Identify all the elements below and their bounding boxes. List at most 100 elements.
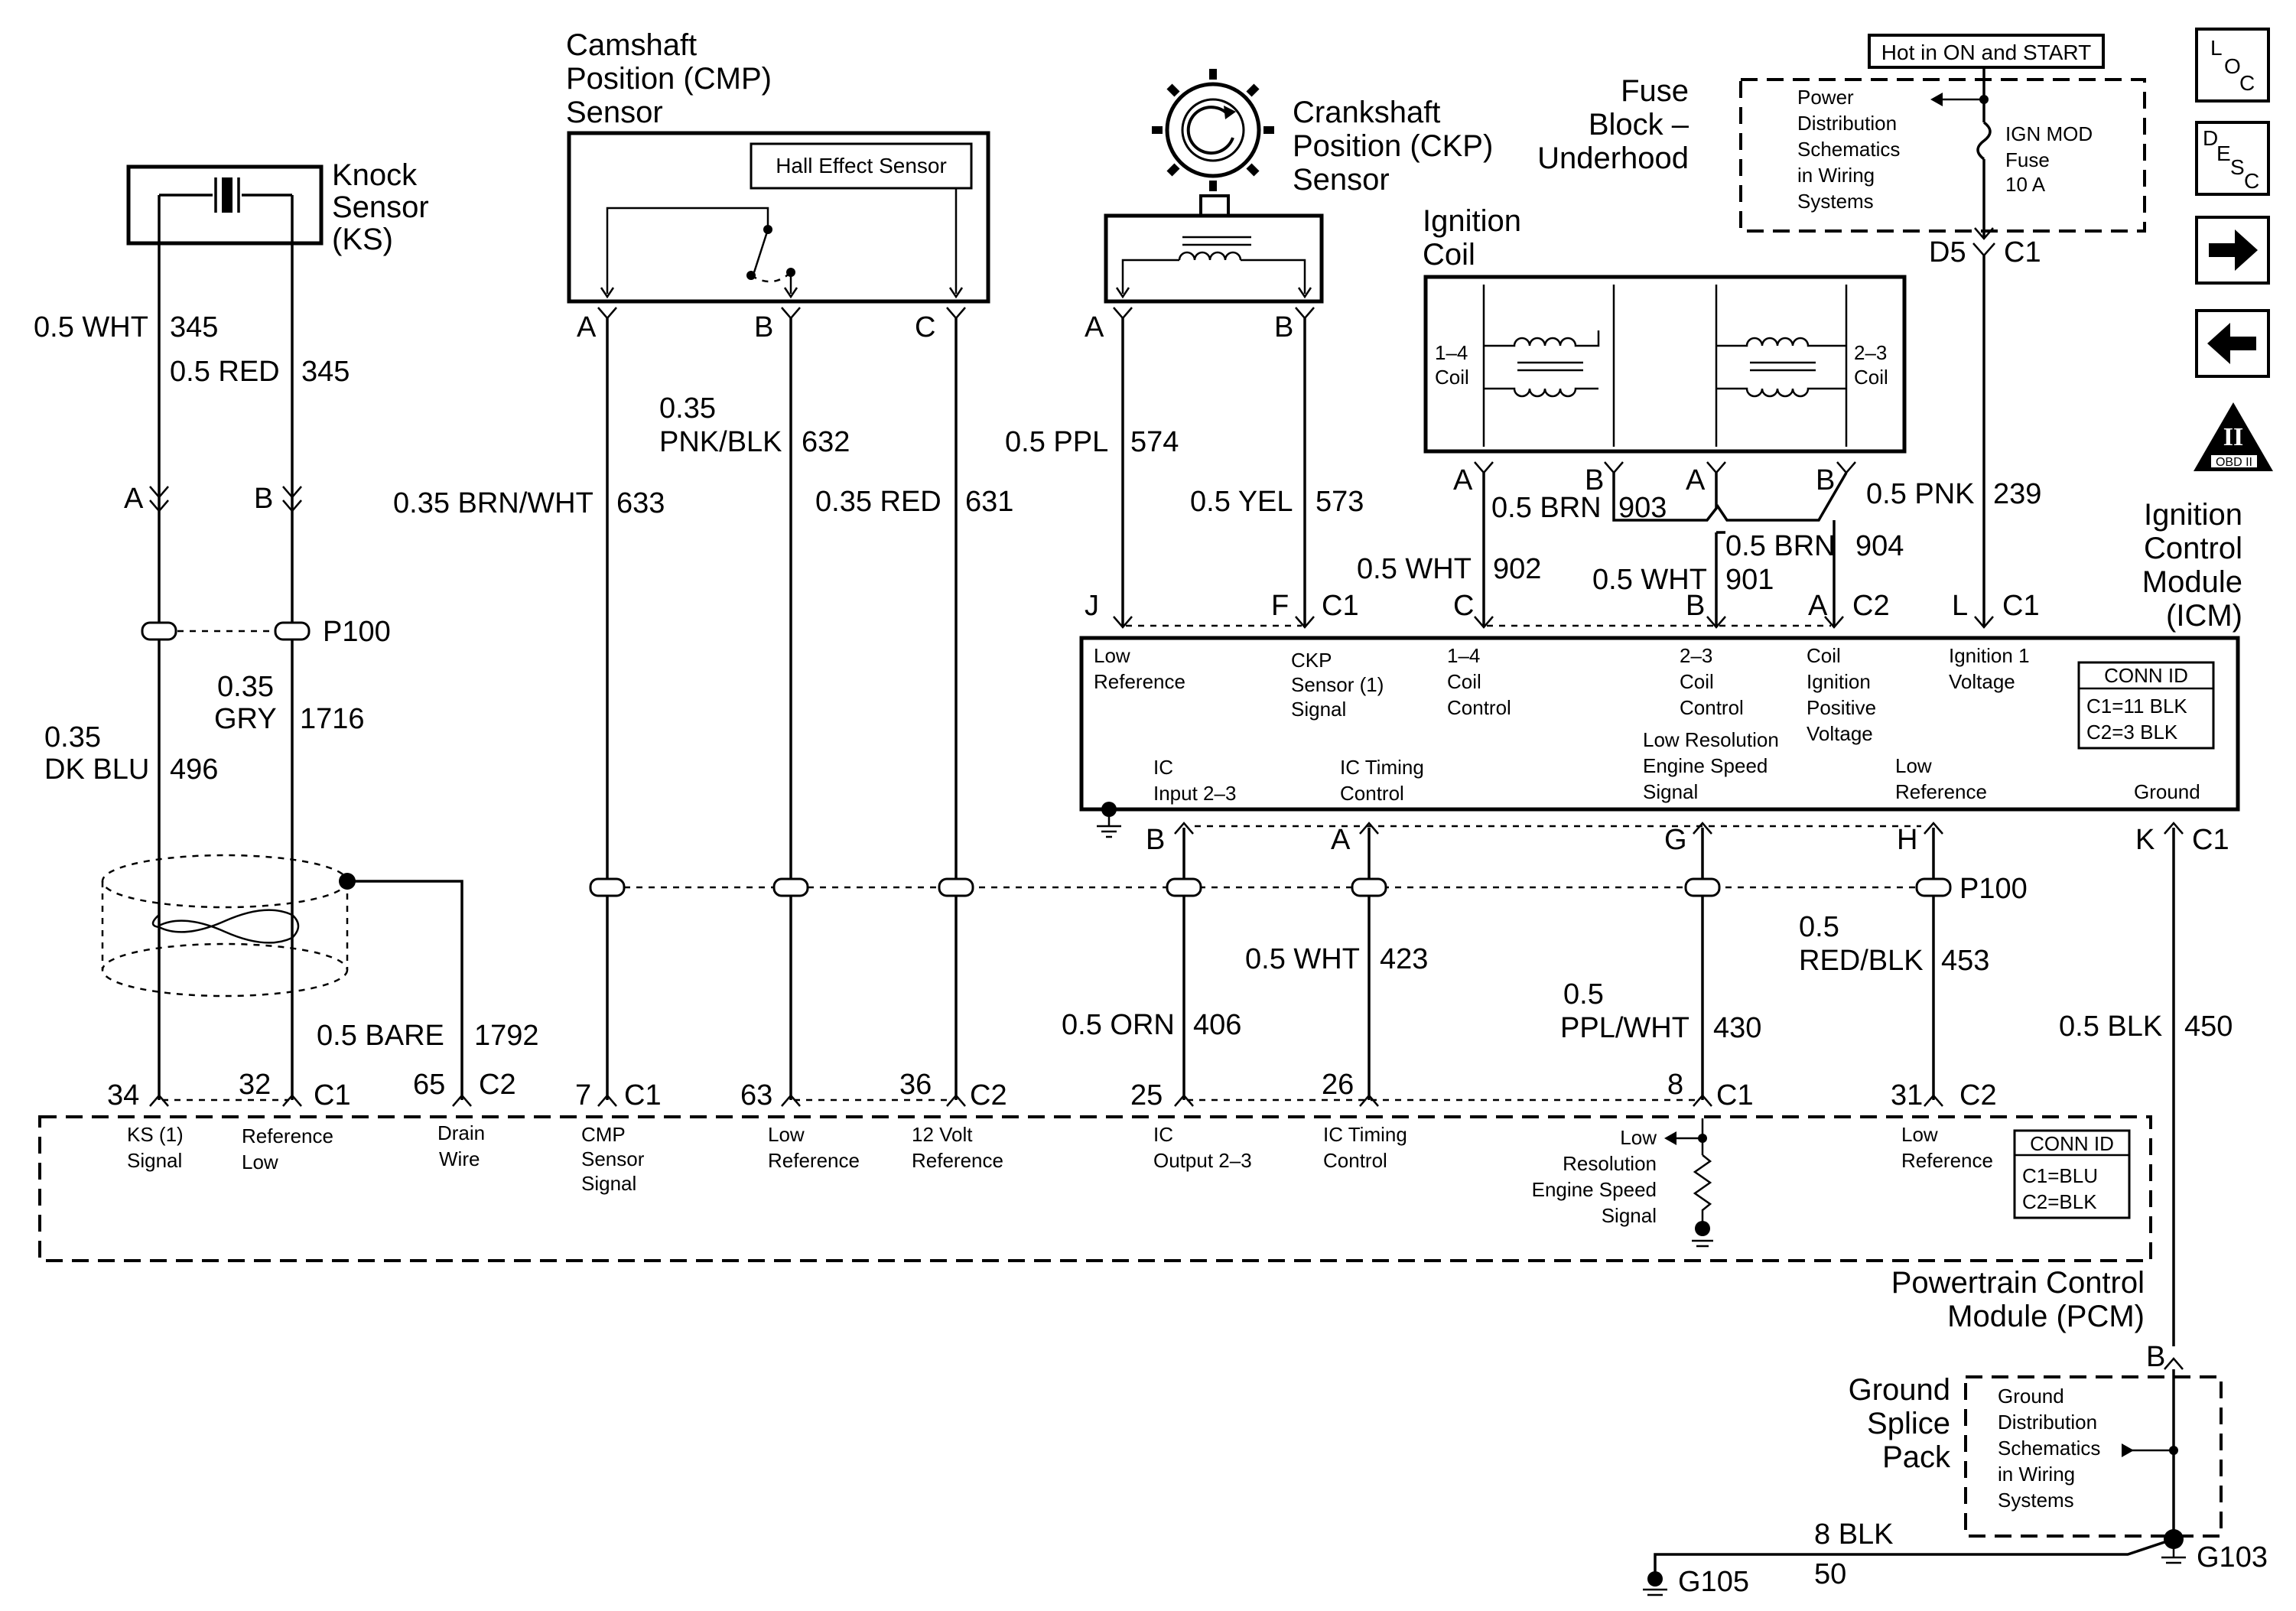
connector-letter: A — [1453, 464, 1473, 496]
label: 8 — [1667, 1069, 1683, 1101]
power-dist-1: Power — [1797, 86, 1854, 109]
icm-conn-id: CONN ID C1=11 BLK C2=3 BLK — [2077, 661, 2215, 750]
power-dist-2: Distribution — [1797, 112, 1897, 135]
connector-letter: B — [754, 311, 773, 343]
label: Positive — [1807, 696, 1876, 719]
label: Input 2–3 — [1153, 782, 1236, 805]
label: C1 — [1716, 1079, 1754, 1111]
wire-label: 0.5 WHT — [1357, 553, 1472, 585]
wire-label: 0.5 PNK — [1866, 478, 1975, 510]
label: Reference — [768, 1149, 860, 1172]
next-arrow-icon[interactable] — [2195, 216, 2270, 285]
connector-letter: B — [254, 483, 273, 515]
label: CKP — [1291, 649, 1332, 672]
wire-number: 345 — [301, 356, 350, 388]
ckp-sensor: Crankshaft Position (CKP) Sensor — [1104, 69, 1493, 304]
label: in Wiring — [1998, 1463, 2075, 1486]
wire-label: 0.5 PPL — [1005, 426, 1108, 458]
fuse-block-underhood: Fuse Block – Underhood Hot in ON and STA… — [1537, 34, 2146, 268]
ckp-label-3: Sensor — [1293, 163, 1390, 197]
icm-box — [1079, 636, 2240, 812]
wire-label: 0.5 BRN — [1491, 492, 1602, 524]
label: CONN ID — [2104, 664, 2188, 687]
pcm-internal-labels: KS (1) Signal Reference Low Drain Wire C… — [127, 1121, 1993, 1227]
pin: K — [2135, 824, 2155, 856]
label: Output 2–3 — [1153, 1149, 1252, 1172]
label: C2=BLK — [2022, 1190, 2097, 1213]
label: Coil — [1680, 670, 1714, 693]
fuse-pin-conn: C1 — [2004, 236, 2041, 268]
wire-label: 0.35 — [44, 721, 101, 753]
previous-arrow-icon[interactable] — [2195, 309, 2270, 378]
description-icon[interactable]: D E S C — [2195, 121, 2270, 196]
icm-internal-labels: Low Reference CKP Sensor (1) Signal 1–4 … — [1094, 644, 2200, 805]
label: 63 — [740, 1079, 772, 1111]
ground-splice-pack: B Ground Splice Pack Ground Distribution… — [1849, 1341, 2268, 1574]
label: C1=11 BLK — [2086, 695, 2187, 718]
splice-label: P100 — [1959, 873, 2028, 905]
pin: C — [1453, 590, 1474, 622]
pin: F — [1271, 590, 1289, 622]
label: 7 — [575, 1079, 591, 1111]
label: 34 — [107, 1079, 139, 1111]
wire-label: 0.5 RED — [170, 356, 280, 388]
wire-number: 450 — [2184, 1011, 2233, 1043]
wire-number: 632 — [802, 426, 850, 458]
wire-number: 430 — [1713, 1012, 1761, 1044]
wire-number: 574 — [1130, 426, 1179, 458]
label: Low — [1094, 644, 1130, 667]
wire-label: DK BLU — [44, 753, 149, 786]
crankshaft-reluctor-icon — [1152, 69, 1274, 191]
cmp-connector: A B C — [577, 307, 966, 343]
label: Sensor (1) — [1291, 673, 1384, 696]
label: L — [2210, 36, 2223, 60]
knock-sensor-label-2: Sensor — [332, 190, 429, 224]
label: Ground — [2134, 780, 2200, 803]
label: C1 — [624, 1079, 662, 1111]
label: 12 Volt — [912, 1123, 973, 1146]
label: Low Resolution — [1643, 728, 1779, 751]
label: Signal — [1643, 780, 1698, 803]
pin-conn: C1 — [2192, 824, 2229, 856]
connector-letter: C — [915, 311, 935, 343]
connector-letter: B — [2146, 1341, 2165, 1373]
pin-conn: C2 — [1852, 590, 1890, 622]
pin: G — [1664, 824, 1687, 856]
label: CMP — [581, 1123, 626, 1146]
ground-icon — [1097, 802, 1121, 838]
pin: B — [1146, 824, 1165, 856]
label: O — [2224, 54, 2241, 78]
ignition-coil-label-2: Coil — [1423, 238, 1475, 272]
label: E — [2216, 142, 2231, 165]
knock-sensor: Knock Sensor (KS) — [126, 158, 429, 1100]
label: Signal — [581, 1172, 636, 1195]
connector-letter: B — [1585, 464, 1604, 496]
wire-number: 1716 — [300, 703, 365, 735]
label: Low — [242, 1150, 278, 1173]
label: OBD II — [2216, 456, 2252, 469]
wire-number: 902 — [1493, 553, 1541, 585]
label: 31 — [1891, 1079, 1923, 1111]
label: Low — [1620, 1126, 1657, 1149]
label: Pack — [1882, 1440, 1951, 1474]
pcm-box — [38, 1115, 2152, 1262]
cmp-sensor: Camshaft Position (CMP) Sensor Hall Effe… — [566, 28, 990, 304]
label: Control — [1447, 696, 1511, 719]
wire-label: 0.5 ORN — [1062, 1009, 1175, 1041]
label: IC — [1153, 756, 1173, 779]
label: 1–4 — [1447, 644, 1480, 667]
label: 32 — [239, 1069, 271, 1101]
icm-label-3: Module — [2142, 565, 2242, 599]
pin: H — [1897, 824, 1917, 856]
label: 2–3 — [1680, 644, 1712, 667]
location-icon[interactable]: L O C — [2195, 28, 2270, 103]
wire-label: 0.5 BARE — [317, 1020, 444, 1052]
connector-letter: B — [1274, 311, 1293, 343]
wire-number: 406 — [1193, 1009, 1241, 1041]
obd-ii-icon[interactable]: II OBD II — [2194, 402, 2273, 471]
label: Signal — [1291, 698, 1346, 721]
wire-label: 0.5 — [1563, 978, 1604, 1011]
pin: J — [1085, 590, 1099, 622]
ckp-label-2: Position (CKP) — [1293, 129, 1493, 163]
label: IC Timing — [1340, 756, 1424, 779]
